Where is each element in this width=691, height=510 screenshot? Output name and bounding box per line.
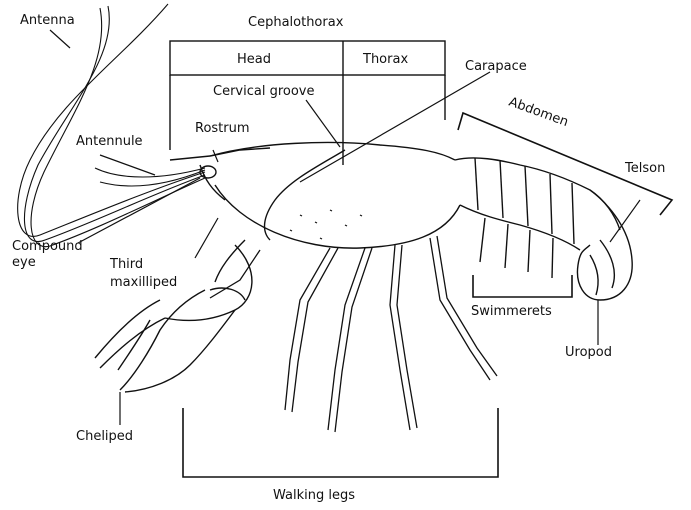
uropod-label: Uropod: [565, 345, 612, 360]
crayfish-body: [170, 143, 632, 300]
head-label: Head: [237, 52, 271, 67]
swimmerets-label: Swimmerets: [471, 304, 552, 319]
cephalothorax-label: Cephalothorax: [248, 15, 344, 30]
carapace-label: Carapace: [465, 59, 527, 74]
telson-label: Telson: [624, 161, 665, 176]
compound-eye-label-line1: Compound: [12, 239, 83, 254]
antenna-label: Antenna: [20, 13, 75, 28]
abdomen-label: Abdomen: [507, 95, 571, 130]
rostrum-label: Rostrum: [195, 121, 250, 136]
third-maxilliped-label-line1: Third: [109, 257, 143, 272]
walking-legs-label: Walking legs: [273, 488, 355, 503]
cheliped-label: Cheliped: [76, 429, 133, 444]
brackets: [183, 113, 672, 477]
walking-legs-drawing: [210, 236, 497, 432]
third-maxilliped-label-line2: maxilliped: [110, 275, 177, 290]
thorax-label: Thorax: [362, 52, 408, 67]
compound-eye-label-line2: eye: [12, 255, 36, 270]
cervical-groove-label: Cervical groove: [213, 84, 315, 99]
antennule-label: Antennule: [76, 134, 143, 149]
